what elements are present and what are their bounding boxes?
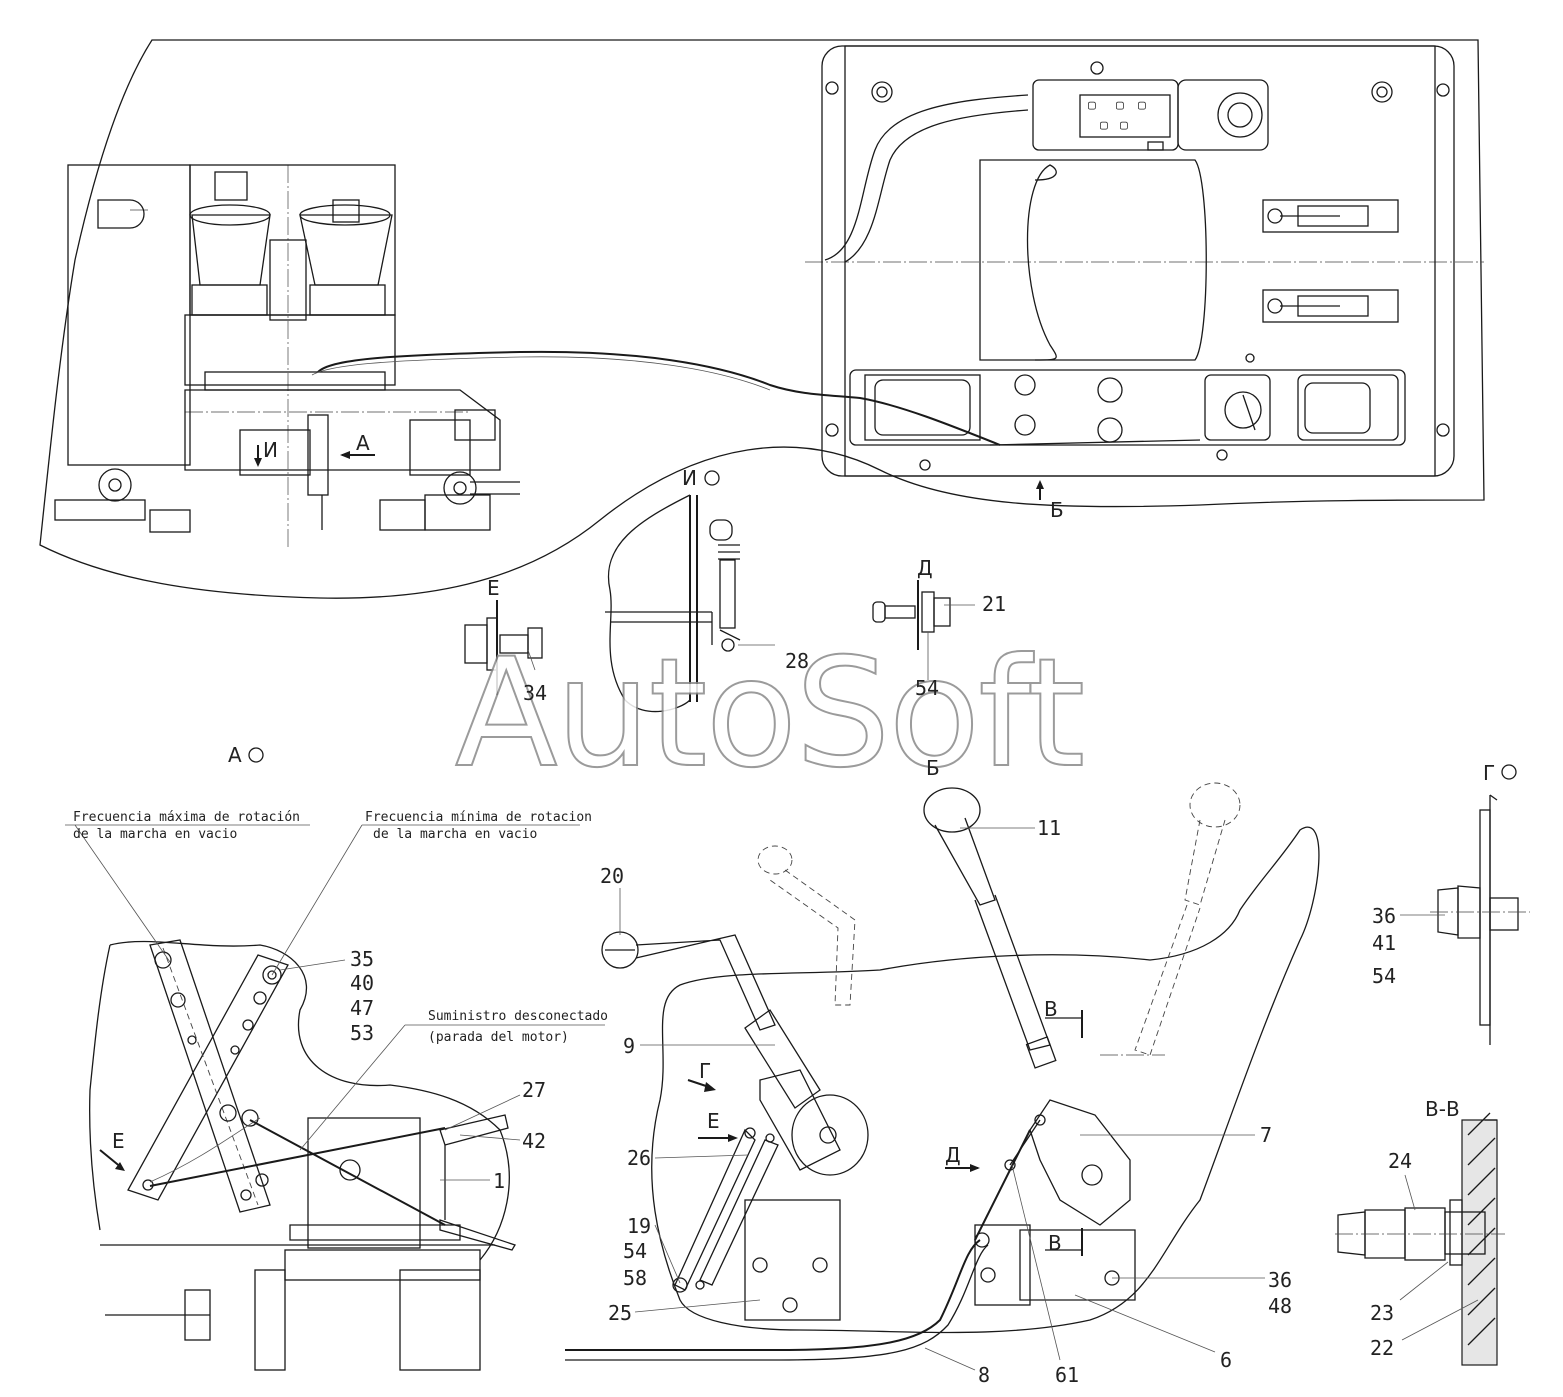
part-label: 54 xyxy=(623,1239,647,1263)
panel-button: ▢ xyxy=(1138,98,1146,113)
view-title-a: А xyxy=(228,743,242,767)
view-title-b-lower: Б xyxy=(926,756,940,780)
part-label: 61 xyxy=(1055,1363,1079,1387)
view-d-detail xyxy=(872,580,975,680)
part-label: 35 xyxy=(350,947,374,971)
part-label: 53 xyxy=(350,1021,374,1045)
part-label: 6 xyxy=(1220,1348,1232,1372)
note-max-idle-line2: de la marcha en vacio xyxy=(73,827,237,842)
note-min-idle-line2: de la marcha en vacio xyxy=(373,827,537,842)
view-e-detail xyxy=(464,600,543,695)
section-title-vv: В-В xyxy=(1425,1097,1460,1121)
note-supply-off-line1: Suministro desconectado xyxy=(428,1009,608,1024)
part-label: 25 xyxy=(608,1301,632,1325)
part-label: 54 xyxy=(1372,964,1396,988)
part-label: 23 xyxy=(1370,1301,1394,1325)
part-label: 58 xyxy=(623,1266,647,1290)
view-title-b-top: Б xyxy=(1050,498,1064,522)
arrow-label-v-bottom: В xyxy=(1048,1231,1062,1255)
section-vv-detail xyxy=(1335,1112,1505,1366)
view-title-e: Е xyxy=(487,576,500,600)
part-label: 48 xyxy=(1268,1294,1292,1318)
note-min-idle-line1: Frecuencia mínima de rotacion xyxy=(365,810,592,825)
panel-button: ▢ xyxy=(1088,98,1096,113)
arrow-label-d: Д xyxy=(945,1143,961,1167)
view-i-detail xyxy=(605,494,775,713)
part-label: 47 xyxy=(350,996,374,1020)
arrow-label-g: Г xyxy=(699,1059,711,1083)
part-label: 19 xyxy=(627,1214,651,1238)
note-max-idle-line1: Frecuencia máxima de rotación xyxy=(73,810,300,825)
panel-bolts xyxy=(825,61,1450,471)
part-label: 41 xyxy=(1372,931,1396,955)
view-title-i: И xyxy=(682,466,697,490)
part-label: 7 xyxy=(1260,1123,1272,1147)
part-label: 24 xyxy=(1388,1149,1412,1173)
part-label: 27 xyxy=(522,1078,546,1102)
part-label: 11 xyxy=(1037,816,1061,840)
part-label: 36 xyxy=(1372,904,1396,928)
arrow-label-e-mid: Е xyxy=(707,1109,720,1133)
part-label: 22 xyxy=(1370,1336,1394,1360)
part-label: 1 xyxy=(493,1169,505,1193)
note-supply-off-line2: (parada del motor) xyxy=(428,1030,569,1045)
part-label: 42 xyxy=(522,1129,546,1153)
part-label: 40 xyxy=(350,971,374,995)
panel-button: ▢ xyxy=(1120,118,1128,133)
arrow-label-i: И xyxy=(263,438,278,462)
middle-lever-assembly xyxy=(565,782,1320,1371)
part-label: 36 xyxy=(1268,1268,1292,1292)
view-title-d: Д xyxy=(917,556,933,580)
top-assembly-view xyxy=(39,39,1485,599)
part-label: 26 xyxy=(627,1146,651,1170)
view-a-detail xyxy=(65,824,605,1371)
part-label: 21 xyxy=(982,592,1006,616)
panel-button: ▢ xyxy=(1116,98,1124,113)
panel-button: ▢ xyxy=(1100,118,1108,133)
part-label: 9 xyxy=(623,1034,635,1058)
watermark: AutoSoft xyxy=(455,627,1083,801)
part-label: 20 xyxy=(600,864,624,888)
arrow-label-v-top: В xyxy=(1044,997,1058,1021)
part-label: 8 xyxy=(978,1363,990,1387)
part-label: 34 xyxy=(523,681,547,705)
view-g-detail xyxy=(1400,794,1530,1045)
arrow-label-a: А xyxy=(356,431,370,455)
view-title-g: Г xyxy=(1483,761,1495,785)
arrow-label-e-left: Е xyxy=(112,1129,125,1153)
part-label: 54 xyxy=(915,676,939,700)
part-label: 28 xyxy=(785,649,809,673)
